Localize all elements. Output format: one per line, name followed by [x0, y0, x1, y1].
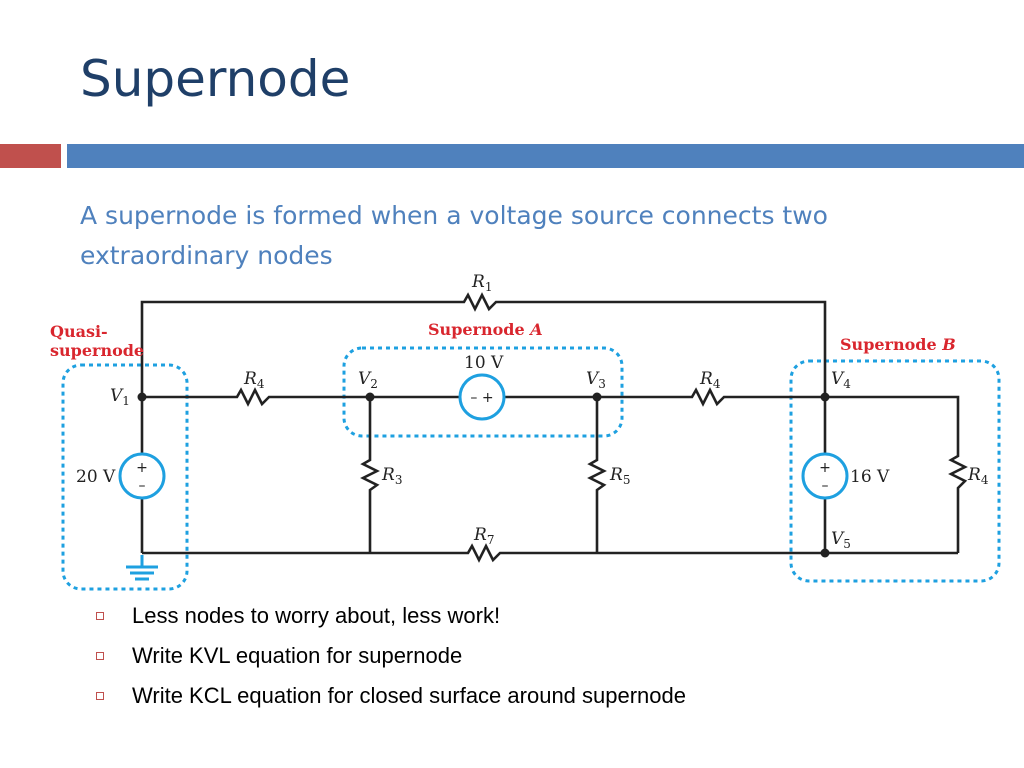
bullet-item: Write KCL equation for closed surface ar… — [96, 680, 686, 720]
node-v4-dot — [820, 392, 830, 402]
circuit-wires — [140, 292, 968, 563]
res-r4-right-label: R4 — [967, 465, 989, 487]
res-r4-mid-label: R4 — [699, 369, 721, 391]
slide-subtitle: A supernode is formed when a voltage sou… — [80, 201, 828, 270]
bullet-square-icon — [96, 692, 104, 700]
supernode-a-outline — [342, 346, 624, 438]
source-16v-plus: + — [819, 460, 831, 476]
circuit-diagram: + – – + + – Quasi- supernode Supernode A… — [50, 272, 1001, 591]
node-v5-label: V5 — [831, 529, 851, 551]
res-r7-label: R7 — [473, 525, 494, 547]
source-10v-circle — [458, 373, 506, 421]
node-v2-dot — [365, 392, 375, 402]
bullet-text: Write KVL equation for supernode — [132, 643, 463, 668]
supernode-a-label: Supernode A — [428, 320, 543, 339]
supernode-b-label: Supernode B — [840, 335, 956, 354]
res-r3-label: R3 — [381, 465, 402, 487]
bullet-square-icon — [96, 612, 104, 620]
bullet-text: Less nodes to worry about, less work! — [132, 603, 501, 628]
bullet-list: Less nodes to worry about, less work! Wr… — [96, 600, 686, 720]
res-r4-left-label: R4 — [243, 369, 265, 391]
res-r1-label: R1 — [471, 272, 492, 294]
quasi-supernode-label-line1: Quasi- — [50, 322, 108, 341]
source-10v-signs: – + — [470, 390, 493, 406]
ground-icon — [126, 555, 158, 581]
node-v1-label: V1 — [110, 386, 130, 408]
quasi-supernode-outline — [61, 363, 189, 591]
node-v2-label: V2 — [358, 369, 378, 391]
supernode-b-outline — [789, 359, 1001, 583]
bullet-item: Less nodes to worry about, less work! — [96, 600, 686, 640]
source-16v-circle — [801, 452, 849, 500]
source-16v-minus: – — [822, 478, 829, 494]
title-accent-bar-blue — [67, 144, 1024, 168]
node-v1-dot — [137, 392, 147, 402]
node-v3-dot — [592, 392, 602, 402]
source-20v-plus: + — [136, 460, 148, 476]
source-20v-minus: – — [139, 478, 146, 494]
title-accent-bar-red — [0, 144, 61, 168]
source-20v-label: 20 V — [76, 467, 116, 487]
node-v5-dot — [820, 548, 830, 558]
node-v3-label: V3 — [586, 369, 606, 391]
source-20v-circle — [118, 452, 166, 500]
source-16v-label: 16 V — [850, 467, 890, 487]
quasi-supernode-label-line2: supernode — [50, 341, 144, 360]
node-v4-label: V4 — [831, 369, 851, 391]
source-10v-label: 10 V — [464, 353, 504, 373]
bullet-square-icon — [96, 652, 104, 660]
res-r5-label: R5 — [609, 465, 630, 487]
slide-title: Supernode — [80, 50, 351, 108]
bullet-item: Write KVL equation for supernode — [96, 640, 686, 680]
bullet-text: Write KCL equation for closed surface ar… — [132, 683, 686, 708]
